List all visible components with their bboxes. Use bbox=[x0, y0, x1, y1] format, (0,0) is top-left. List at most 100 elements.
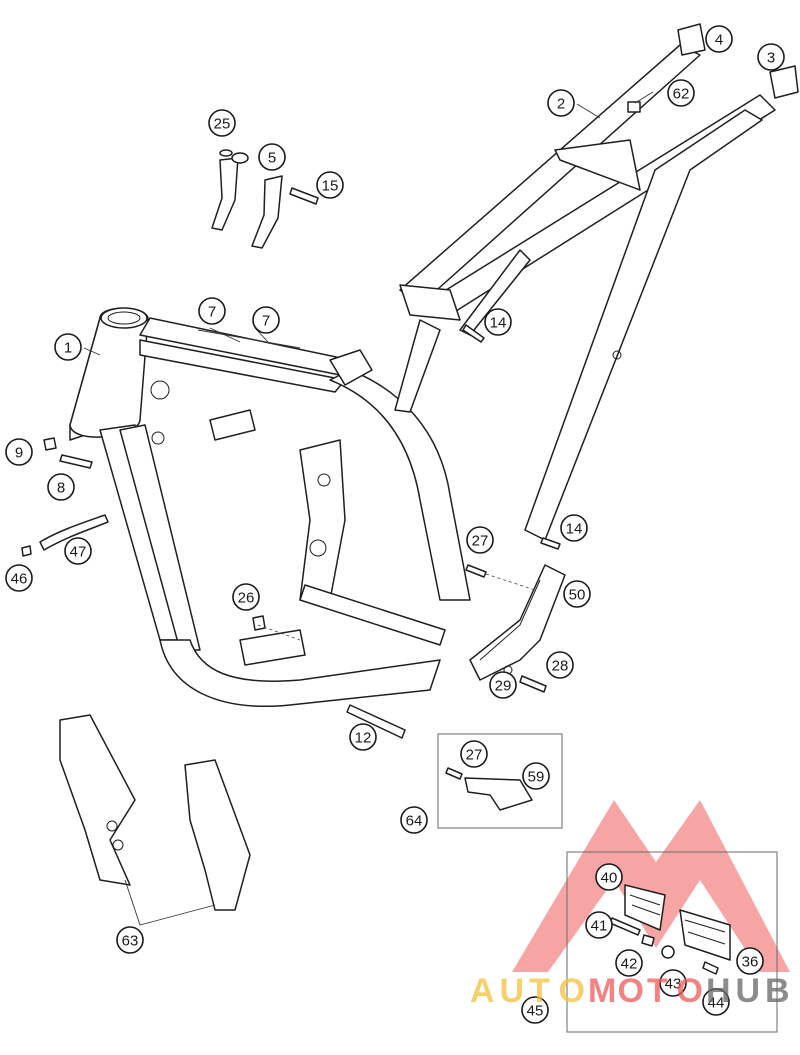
callout-label: 40 bbox=[601, 870, 618, 887]
callout-circle bbox=[705, 25, 733, 53]
callout-label: 44 bbox=[708, 995, 725, 1012]
callout-circle bbox=[702, 988, 730, 1016]
callout-label: 4 bbox=[715, 32, 723, 49]
callout-25: 25 bbox=[208, 109, 236, 137]
watermark-letter: O bbox=[618, 972, 644, 1010]
callout-circle bbox=[466, 526, 494, 554]
callout-circle bbox=[460, 740, 488, 768]
callout-label: 12 bbox=[355, 730, 372, 747]
watermark-letter: O bbox=[559, 972, 585, 1010]
callout-circle bbox=[547, 89, 575, 117]
watermark-logo bbox=[512, 800, 790, 972]
callout-label: 5 bbox=[268, 150, 276, 167]
callout-5: 5 bbox=[258, 143, 286, 171]
callout-label: 64 bbox=[406, 813, 423, 830]
callout-label: 14 bbox=[490, 315, 507, 332]
callout-circle bbox=[116, 926, 144, 954]
callout-1: 1 bbox=[54, 333, 82, 361]
callout-circle bbox=[484, 308, 512, 336]
watermark-letter: M bbox=[588, 972, 616, 1010]
callout-circle bbox=[198, 297, 226, 325]
callout-44: 44 bbox=[702, 988, 730, 1016]
callout-29: 29 bbox=[489, 671, 517, 699]
callout-circle bbox=[316, 171, 344, 199]
callout-label: 27 bbox=[472, 533, 489, 550]
callout-label: 1 bbox=[64, 340, 72, 357]
callout-2: 2 bbox=[547, 89, 575, 117]
callout-circle bbox=[489, 671, 517, 699]
callout-circle bbox=[258, 143, 286, 171]
brackets bbox=[211, 149, 319, 249]
callout-9: 9 bbox=[5, 438, 33, 466]
callout-group: 1234577891214141525262727282936404142434… bbox=[5, 25, 785, 1024]
callout-circle bbox=[64, 537, 92, 565]
callout-27: 27 bbox=[460, 740, 488, 768]
callout-circle bbox=[667, 79, 695, 107]
callout-4: 4 bbox=[705, 25, 733, 53]
callout-label: 36 bbox=[742, 954, 759, 971]
callout-50: 50 bbox=[563, 580, 591, 608]
callout-7: 7 bbox=[252, 306, 280, 334]
callout-circle bbox=[736, 947, 764, 975]
frame-guards bbox=[59, 714, 251, 926]
callout-7: 7 bbox=[198, 297, 226, 325]
callout-36: 36 bbox=[736, 947, 764, 975]
subframe bbox=[394, 23, 799, 541]
callout-label: 28 bbox=[552, 658, 569, 675]
footpeg-inset bbox=[566, 851, 778, 1033]
callout-3: 3 bbox=[757, 43, 785, 71]
callout-circle bbox=[659, 969, 687, 997]
callout-label: 29 bbox=[495, 678, 512, 695]
callout-46: 46 bbox=[5, 564, 33, 592]
callout-label: 46 bbox=[11, 571, 28, 588]
callout-circle bbox=[560, 514, 588, 542]
callout-label: 62 bbox=[673, 86, 690, 103]
chain-slider-inset bbox=[437, 733, 563, 829]
callout-label: 2 bbox=[557, 96, 565, 113]
callout-47: 47 bbox=[64, 537, 92, 565]
callout-15: 15 bbox=[316, 171, 344, 199]
callout-42: 42 bbox=[615, 949, 643, 977]
watermark-letter: O bbox=[677, 972, 703, 1010]
callout-label: 7 bbox=[208, 304, 216, 321]
callout-circle bbox=[595, 863, 623, 891]
callout-label: 25 bbox=[214, 116, 231, 133]
callout-28: 28 bbox=[546, 651, 574, 679]
watermark-letter: T bbox=[529, 972, 550, 1010]
callout-circle bbox=[54, 333, 82, 361]
callout-label: 7 bbox=[262, 313, 270, 330]
callout-label: 15 bbox=[322, 178, 339, 195]
callout-label: 14 bbox=[566, 521, 583, 538]
chain-guide bbox=[465, 564, 566, 693]
callout-label: 63 bbox=[122, 933, 139, 950]
callout-label: 3 bbox=[767, 50, 775, 67]
callout-43: 43 bbox=[659, 969, 687, 997]
callout-62: 62 bbox=[667, 79, 695, 107]
callout-label: 8 bbox=[57, 480, 65, 497]
callout-45: 45 bbox=[521, 996, 549, 1024]
leader-lines bbox=[83, 91, 654, 356]
callout-40: 40 bbox=[595, 863, 623, 891]
callout-circle bbox=[757, 43, 785, 71]
callout-circle bbox=[400, 806, 428, 834]
watermark-letter: A bbox=[470, 972, 495, 1010]
watermark-letter: B bbox=[765, 972, 790, 1010]
callout-circle bbox=[252, 306, 280, 334]
callout-27: 27 bbox=[466, 526, 494, 554]
callout-label: 59 bbox=[528, 769, 545, 786]
watermark-letter: U bbox=[500, 972, 525, 1010]
callout-63: 63 bbox=[116, 926, 144, 954]
callout-64: 64 bbox=[400, 806, 428, 834]
callout-label: 50 bbox=[569, 587, 586, 604]
callout-59: 59 bbox=[522, 762, 550, 790]
callout-41: 41 bbox=[585, 911, 613, 939]
callout-circle bbox=[546, 651, 574, 679]
callout-circle bbox=[615, 949, 643, 977]
callout-12: 12 bbox=[349, 723, 377, 751]
callout-14: 14 bbox=[484, 308, 512, 336]
watermark-letter: U bbox=[736, 972, 761, 1010]
callout-circle bbox=[47, 473, 75, 501]
